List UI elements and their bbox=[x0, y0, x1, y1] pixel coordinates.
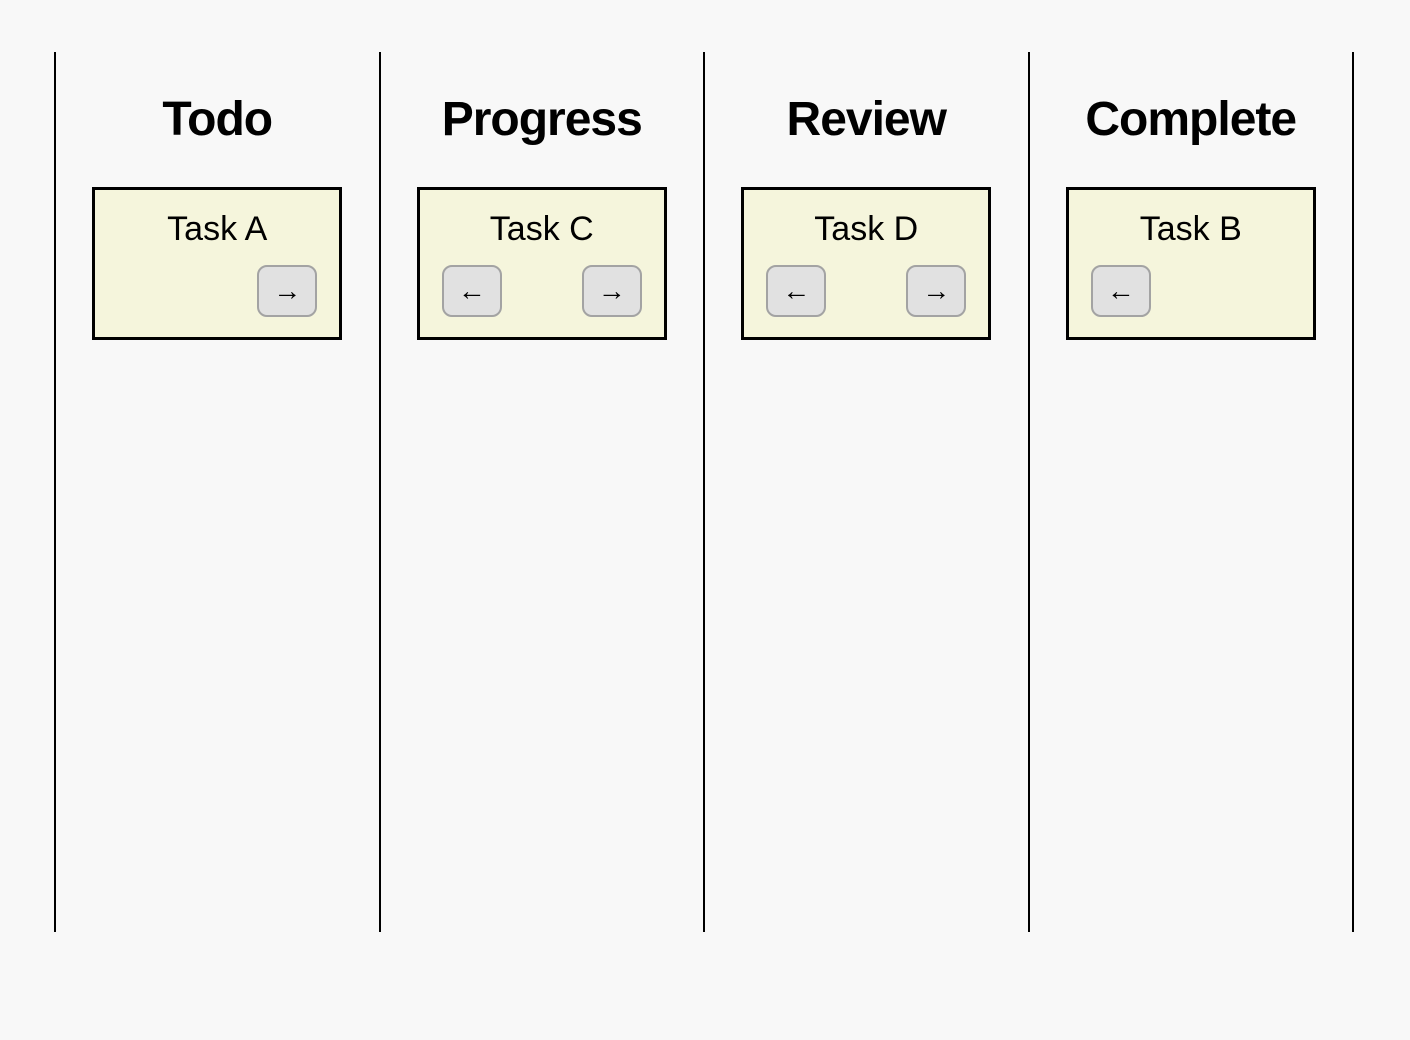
task-card: Task C ← → bbox=[416, 187, 667, 340]
column-progress: Progress Task C ← → bbox=[378, 52, 704, 932]
task-card-title: Task D bbox=[814, 210, 919, 248]
move-left-button[interactable]: ← bbox=[441, 265, 502, 317]
column-title: Todo bbox=[162, 93, 273, 146]
kanban-board: Todo Task A → Progress Task C ← → Review… bbox=[54, 52, 1354, 932]
task-card-actions: ← bbox=[1090, 265, 1291, 317]
task-card-title: Task A bbox=[167, 210, 268, 248]
column-title: Complete bbox=[1085, 93, 1297, 146]
move-right-button[interactable]: → bbox=[581, 265, 642, 317]
task-card: Task B ← bbox=[1065, 187, 1316, 340]
task-card-actions: → bbox=[117, 265, 318, 317]
move-left-button[interactable]: ← bbox=[766, 265, 827, 317]
column-review: Review Task D ← → bbox=[703, 52, 1028, 932]
column-todo: Todo Task A → bbox=[54, 52, 379, 932]
task-card: Task A → bbox=[92, 187, 343, 340]
column-title: Review bbox=[786, 93, 947, 146]
task-card-actions: ← → bbox=[441, 265, 642, 317]
move-left-button[interactable]: ← bbox=[1090, 265, 1151, 317]
task-card-title: Task C bbox=[489, 210, 594, 248]
task-card-title: Task B bbox=[1139, 210, 1242, 248]
column-complete: Complete Task B ← bbox=[1027, 52, 1353, 932]
move-right-button[interactable]: → bbox=[906, 265, 967, 317]
task-card: Task D ← → bbox=[741, 187, 992, 340]
task-card-actions: ← → bbox=[766, 265, 967, 317]
move-right-button[interactable]: → bbox=[257, 265, 318, 317]
column-title: Progress bbox=[441, 93, 643, 146]
